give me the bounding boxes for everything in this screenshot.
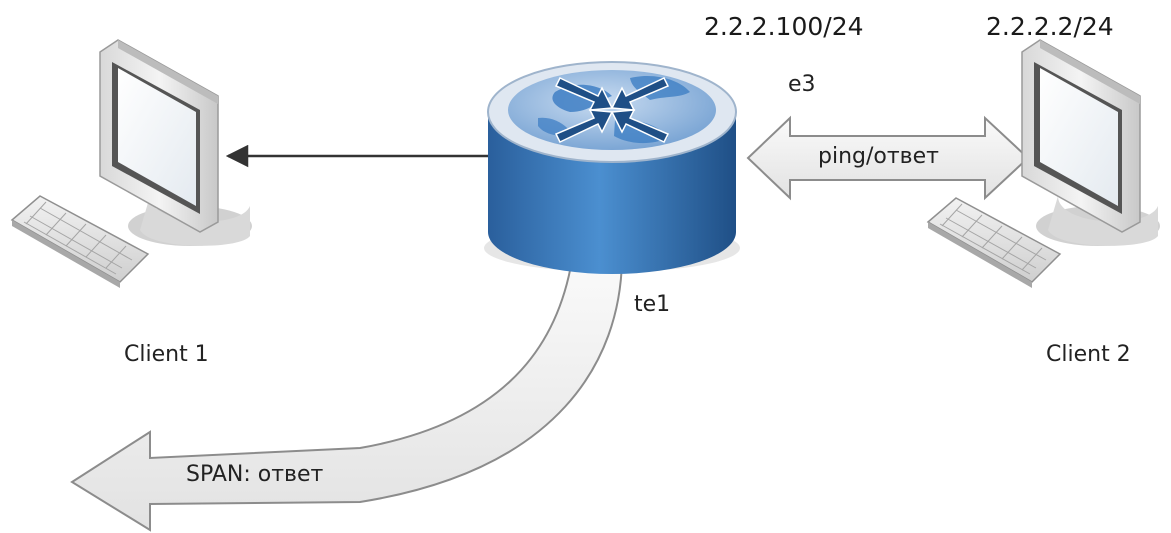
span-arrow <box>70 259 624 532</box>
router-icon[interactable] <box>484 61 740 274</box>
client2-computer-icon[interactable] <box>926 39 1160 288</box>
client1-name-label: Client 1 <box>124 342 209 367</box>
client1-computer-icon[interactable] <box>10 39 252 288</box>
port-e3-label: e3 <box>788 72 816 97</box>
client2-ip-label: 2.2.2.2/24 <box>986 12 1114 41</box>
ping-arrow-label: ping/ответ <box>818 144 939 169</box>
router-ip-label: 2.2.2.100/24 <box>704 12 864 41</box>
port-te1-label: te1 <box>634 292 671 317</box>
client2-name-label: Client 2 <box>1046 342 1131 367</box>
span-arrow-label: SPAN: ответ <box>186 462 324 487</box>
